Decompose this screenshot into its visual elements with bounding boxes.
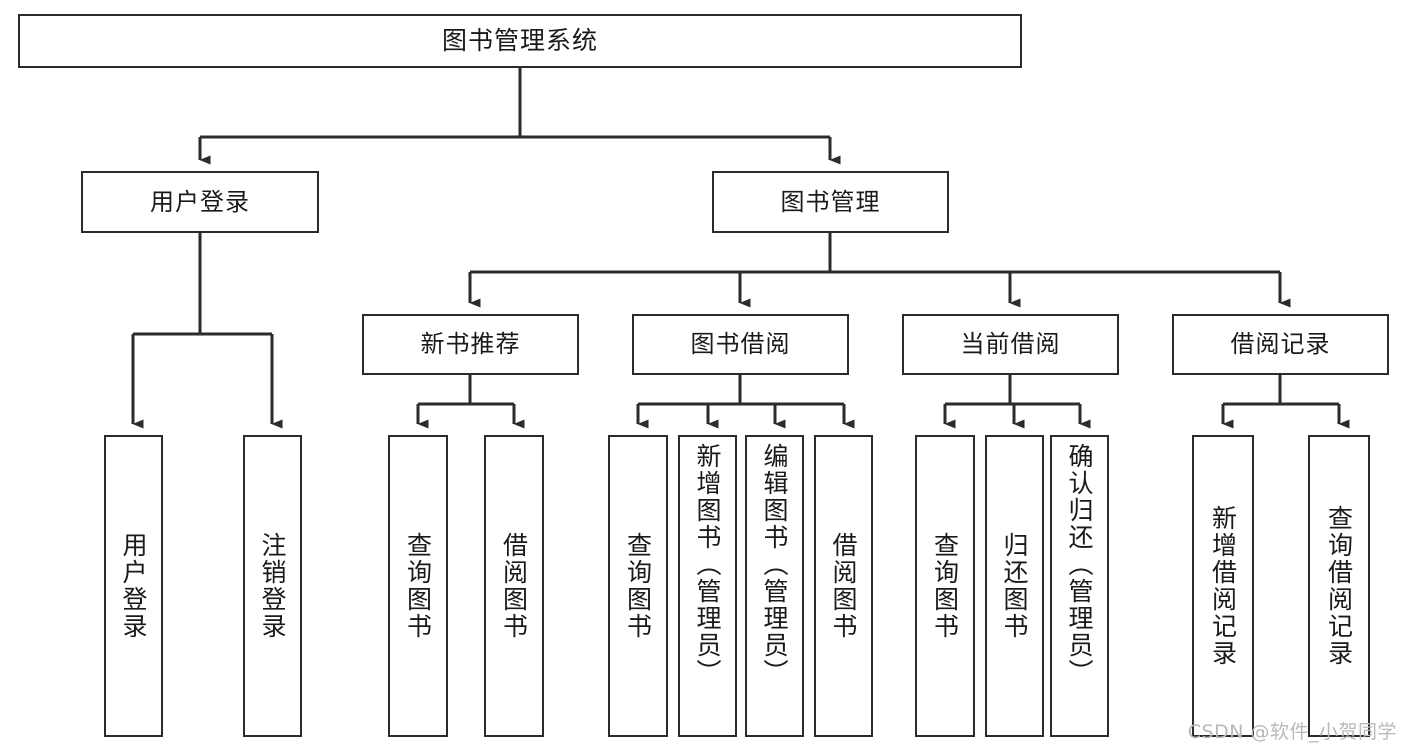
node-user-login-label: 用户登录 [150, 187, 250, 216]
node-leaf-return-book[interactable]: 归还图书 [985, 435, 1044, 737]
node-leaf-query-book-2-label: 查询图书 [623, 532, 653, 640]
node-leaf-query-book-3-label: 查询图书 [930, 532, 960, 640]
node-leaf-query-record-label: 查询借阅记录 [1324, 505, 1354, 667]
node-leaf-add-book-label: 新增图书（管理员） [693, 443, 722, 686]
watermark-text: CSDN @软件_小贺同学 [1187, 721, 1397, 743]
node-new-book-recommend-label: 新书推荐 [420, 330, 521, 359]
node-book-management-label: 图书管理 [780, 187, 881, 216]
node-leaf-borrow-book-1-label: 借阅图书 [499, 532, 529, 640]
node-leaf-query-book-1[interactable]: 查询图书 [388, 435, 448, 737]
node-borrow-record[interactable]: 借阅记录 [1172, 314, 1389, 375]
node-leaf-user-login-label: 用户登录 [119, 532, 148, 640]
node-leaf-query-book-1-label: 查询图书 [403, 532, 433, 640]
node-leaf-query-record[interactable]: 查询借阅记录 [1308, 435, 1370, 737]
node-leaf-return-book-label: 归还图书 [1000, 532, 1029, 640]
node-new-book-recommend[interactable]: 新书推荐 [362, 314, 579, 375]
node-leaf-borrow-book-1[interactable]: 借阅图书 [484, 435, 544, 737]
node-current-borrow[interactable]: 当前借阅 [902, 314, 1119, 375]
node-root[interactable]: 图书管理系统 [18, 14, 1022, 68]
node-leaf-confirm-return[interactable]: 确认归还（管理员） [1050, 435, 1109, 737]
node-book-management[interactable]: 图书管理 [712, 171, 949, 233]
node-current-borrow-label: 当前借阅 [960, 330, 1061, 359]
node-book-borrow-label: 图书借阅 [690, 330, 791, 359]
node-book-borrow[interactable]: 图书借阅 [632, 314, 849, 375]
node-leaf-query-book-3[interactable]: 查询图书 [915, 435, 975, 737]
node-leaf-confirm-return-label: 确认归还（管理员） [1065, 443, 1094, 686]
node-borrow-record-label: 借阅记录 [1230, 330, 1331, 359]
node-root-label: 图书管理系统 [441, 26, 598, 56]
node-leaf-logout-label: 注销登录 [258, 532, 287, 640]
node-leaf-user-login[interactable]: 用户登录 [104, 435, 163, 737]
node-user-login[interactable]: 用户登录 [81, 171, 319, 233]
node-leaf-borrow-book-2-label: 借阅图书 [829, 532, 858, 640]
node-leaf-add-record[interactable]: 新增借阅记录 [1192, 435, 1254, 737]
node-leaf-edit-book[interactable]: 编辑图书（管理员） [745, 435, 804, 737]
node-leaf-logout[interactable]: 注销登录 [243, 435, 302, 737]
node-leaf-add-book[interactable]: 新增图书（管理员） [678, 435, 737, 737]
node-leaf-edit-book-label: 编辑图书（管理员） [760, 443, 789, 686]
node-leaf-add-record-label: 新增借阅记录 [1208, 505, 1238, 667]
node-leaf-borrow-book-2[interactable]: 借阅图书 [814, 435, 873, 737]
node-leaf-query-book-2[interactable]: 查询图书 [608, 435, 668, 737]
